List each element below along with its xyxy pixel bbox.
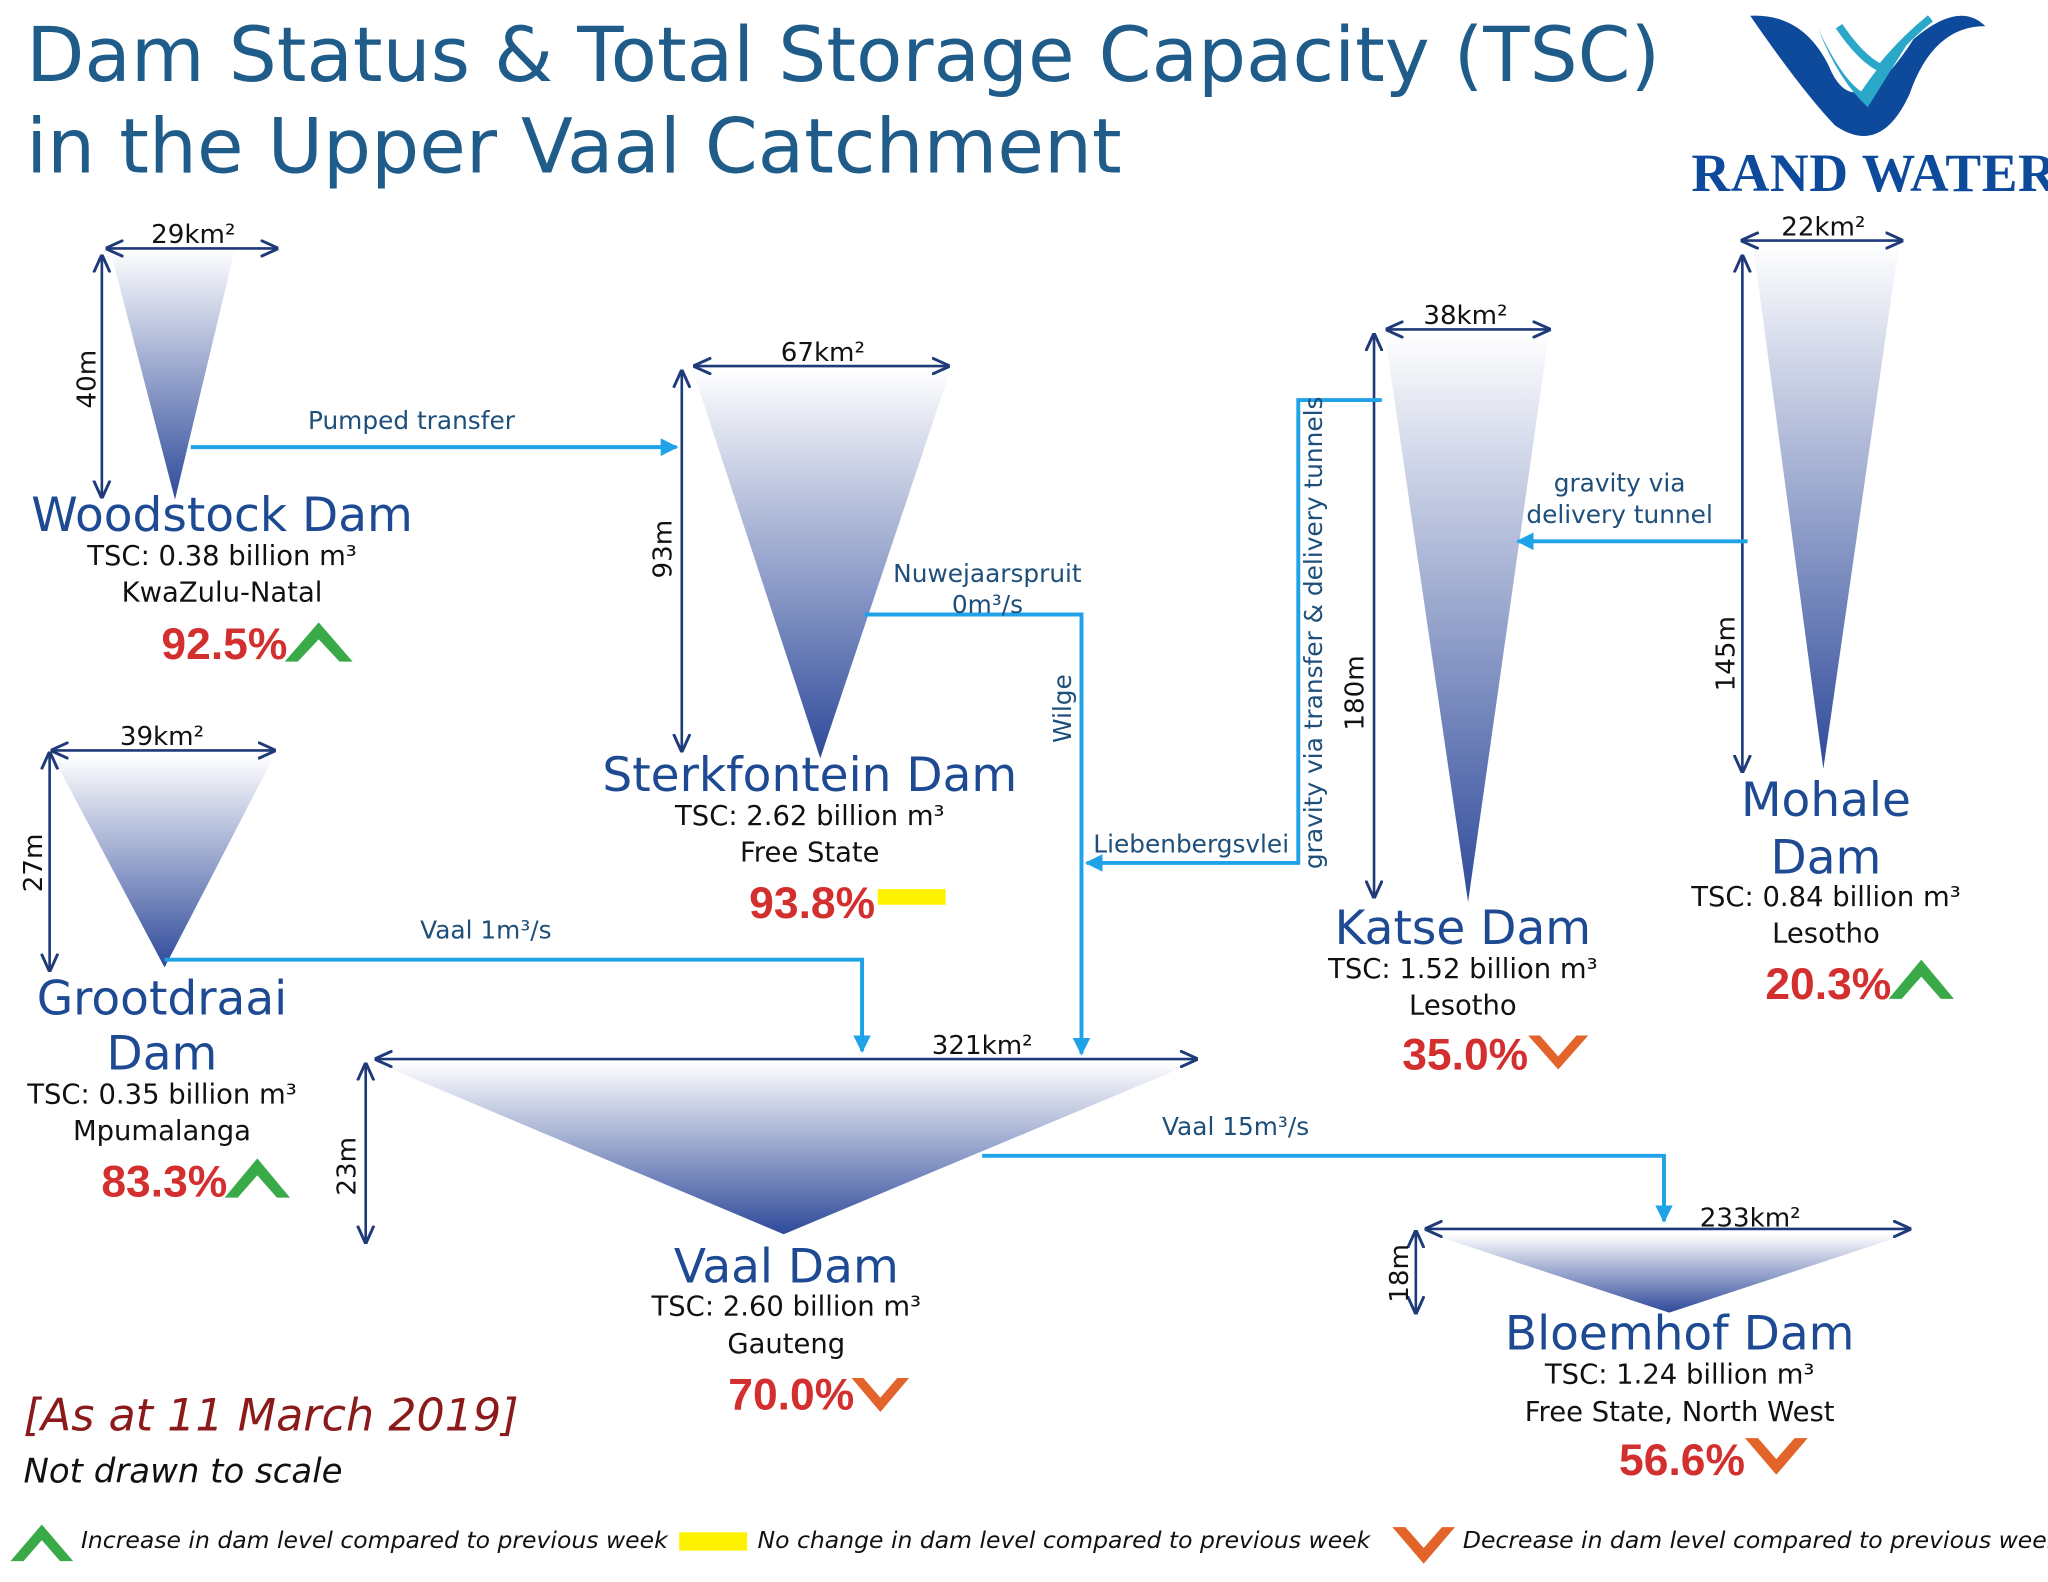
woodstock-depth-label: 40m <box>72 350 102 409</box>
sterkfontein-depth-label: 93m <box>648 520 678 579</box>
sterkfontein-area-label: 67km² <box>781 338 865 368</box>
legend-decrease-text: Decrease in dam level compared to previo… <box>1463 1526 2048 1554</box>
vaal-15-label: Vaal 15m³/s <box>1162 1112 1309 1141</box>
brand-name: RAND WATER <box>1691 143 2048 203</box>
vaal-1-flow-arrow <box>164 957 871 1053</box>
bloemhof-percent: 56.6% <box>1619 1436 1745 1485</box>
grootdraai-dam-name-line1: Grootdraai <box>37 972 288 1027</box>
rand-water-logo: RAND WATER <box>1691 15 2048 203</box>
gravity-delivery-label: gravity via <box>1554 469 1686 498</box>
mohale-area-label: 22km² <box>1781 212 1865 242</box>
mohale-tsc: TSC: 0.84 billion m³ <box>1690 882 1961 913</box>
woodstock-province: KwaZulu-Natal <box>122 577 323 608</box>
gravity-transfer-tunnels-label: gravity via transfer & delivery tunnels <box>1299 397 1328 870</box>
grootdraai-dam-shape <box>52 755 275 968</box>
katse-province: Lesotho <box>1409 991 1517 1022</box>
decrease-icon <box>1744 1438 1808 1475</box>
as-at-date: [As at 11 March 2019] <box>24 1390 519 1441</box>
pumped-transfer-label: Pumped transfer <box>308 406 516 435</box>
woodstock-dam-name: Woodstock Dam <box>31 488 413 543</box>
grootdraai-dam-name-line2: Dam <box>107 1026 218 1081</box>
katse-area-label: 38km² <box>1423 301 1507 331</box>
bloemhof-area-label: 233km² <box>1700 1203 1801 1233</box>
logo-wave-icon <box>1750 15 1986 136</box>
sterkfontein-tsc: TSC: 2.62 billion m³ <box>674 801 945 832</box>
sterkfontein-dam-info: Sterkfontein Dam TSC: 2.62 billion m³ Fr… <box>602 748 1017 928</box>
vaal-dam-info: Vaal Dam TSC: 2.60 billion m³ Gauteng 70… <box>651 1240 922 1420</box>
bloemhof-dam-info: Bloemhof Dam TSC: 1.24 billion m³ Free S… <box>1505 1306 1855 1485</box>
woodstock-dam-info: Woodstock Dam TSC: 0.38 billion m³ KwaZu… <box>31 488 413 669</box>
legend-no-change-text: No change in dam level compared to previ… <box>758 1526 1372 1554</box>
woodstock-percent: 92.5% <box>161 620 287 669</box>
no-change-icon <box>877 889 946 905</box>
wilge-label: Wilge <box>1048 674 1077 743</box>
dimension-lines <box>50 241 1910 1313</box>
grootdraai-percent: 83.3% <box>101 1157 227 1206</box>
increase-icon <box>224 1158 290 1198</box>
not-to-scale-note: Not drawn to scale <box>24 1452 343 1492</box>
grootdraai-area-label: 39km² <box>120 722 204 752</box>
legend: Increase in dam level compared to previo… <box>10 1524 2048 1564</box>
increase-icon <box>1888 959 1954 999</box>
bloemhof-depth-label: 18m <box>1385 1244 1415 1303</box>
legend-increase-text: Increase in dam level compared to previo… <box>81 1526 669 1554</box>
bloemhof-province: Free State, North West <box>1525 1397 1835 1428</box>
increase-icon <box>284 622 353 662</box>
grootdraai-province: Mpumalanga <box>73 1116 251 1147</box>
katse-percent: 35.0% <box>1402 1030 1528 1079</box>
title-line-1: Dam Status & Total Storage Capacity (TSC… <box>26 11 1660 99</box>
vaal-1-label: Vaal 1m³/s <box>420 916 551 945</box>
vaal-dam-name: Vaal Dam <box>674 1240 899 1295</box>
wilge-flow-arrow <box>864 612 1091 1056</box>
vaal-dam-shape <box>373 1061 1197 1235</box>
vaal-tsc: TSC: 2.60 billion m³ <box>651 1291 922 1322</box>
bloemhof-dam-shape <box>1431 1234 1907 1313</box>
logo-wave-stripe-icon <box>1835 15 1933 73</box>
grootdraai-tsc: TSC: 0.35 billion m³ <box>26 1079 297 1110</box>
mohale-depth-label: 145m <box>1712 616 1742 691</box>
woodstock-tsc: TSC: 0.38 billion m³ <box>86 541 357 572</box>
decrease-icon <box>1392 1527 1456 1564</box>
decrease-icon <box>851 1378 910 1413</box>
logo-wave-stripe-icon <box>1818 23 1920 108</box>
mohale-dam-name-line2: Dam <box>1771 830 1882 885</box>
vaal-15-flow-arrow <box>982 1153 1673 1223</box>
katse-dam-name: Katse Dam <box>1335 901 1591 956</box>
vaal-area-label: 321km² <box>932 1031 1033 1061</box>
mohale-percent: 20.3% <box>1765 960 1891 1009</box>
nuwejaarspruit-label: Nuwejaarspruit <box>893 559 1082 588</box>
vaal-province: Gauteng <box>727 1329 845 1360</box>
woodstock-area-label: 29km² <box>151 220 235 250</box>
mohale-dam-name-line1: Mohale <box>1741 773 1911 828</box>
mohale-province: Lesotho <box>1772 919 1880 950</box>
mohale-dam-shape <box>1752 243 1900 769</box>
bloemhof-dam-name: Bloemhof Dam <box>1505 1306 1855 1361</box>
nuwejaarspruit-rate-label: 0m³/s <box>952 590 1023 619</box>
grootdraai-depth-label: 27m <box>19 834 49 893</box>
katse-dam-shape <box>1384 332 1550 903</box>
liebenbergsvlei-flow-arrow <box>1084 398 1382 872</box>
mohale-dam-info: Mohale Dam TSC: 0.84 billion m³ Lesotho … <box>1690 773 1961 1009</box>
katse-tsc: TSC: 1.52 billion m³ <box>1327 954 1598 985</box>
woodstock-dam-shape <box>109 248 236 500</box>
grootdraai-dam-info: Grootdraai Dam TSC: 0.35 billion m³ Mpum… <box>26 972 297 1207</box>
katse-depth-label: 180m <box>1341 655 1371 730</box>
gravity-delivery-tunnel-label: delivery tunnel <box>1526 500 1712 529</box>
decrease-icon <box>1528 1035 1589 1070</box>
flow-lines <box>164 398 1748 1223</box>
vaal-percent: 70.0% <box>728 1370 854 1419</box>
vaal-depth-label: 23m <box>332 1137 362 1196</box>
title-line-2: in the Upper Vaal Catchment <box>26 103 1122 191</box>
no-change-icon <box>679 1532 748 1551</box>
liebenbergsvlei-label: Liebenbergsvlei <box>1093 829 1289 858</box>
katse-dam-info: Katse Dam TSC: 1.52 billion m³ Lesotho 3… <box>1327 901 1598 1080</box>
sterkfontein-dam-shape <box>692 368 951 759</box>
sterkfontein-province: Free State <box>740 838 880 869</box>
sterkfontein-percent: 93.8% <box>749 879 875 928</box>
sterkfontein-dam-name: Sterkfontein Dam <box>602 748 1017 803</box>
bloemhof-tsc: TSC: 1.24 billion m³ <box>1544 1359 1815 1390</box>
increase-icon <box>10 1524 74 1562</box>
